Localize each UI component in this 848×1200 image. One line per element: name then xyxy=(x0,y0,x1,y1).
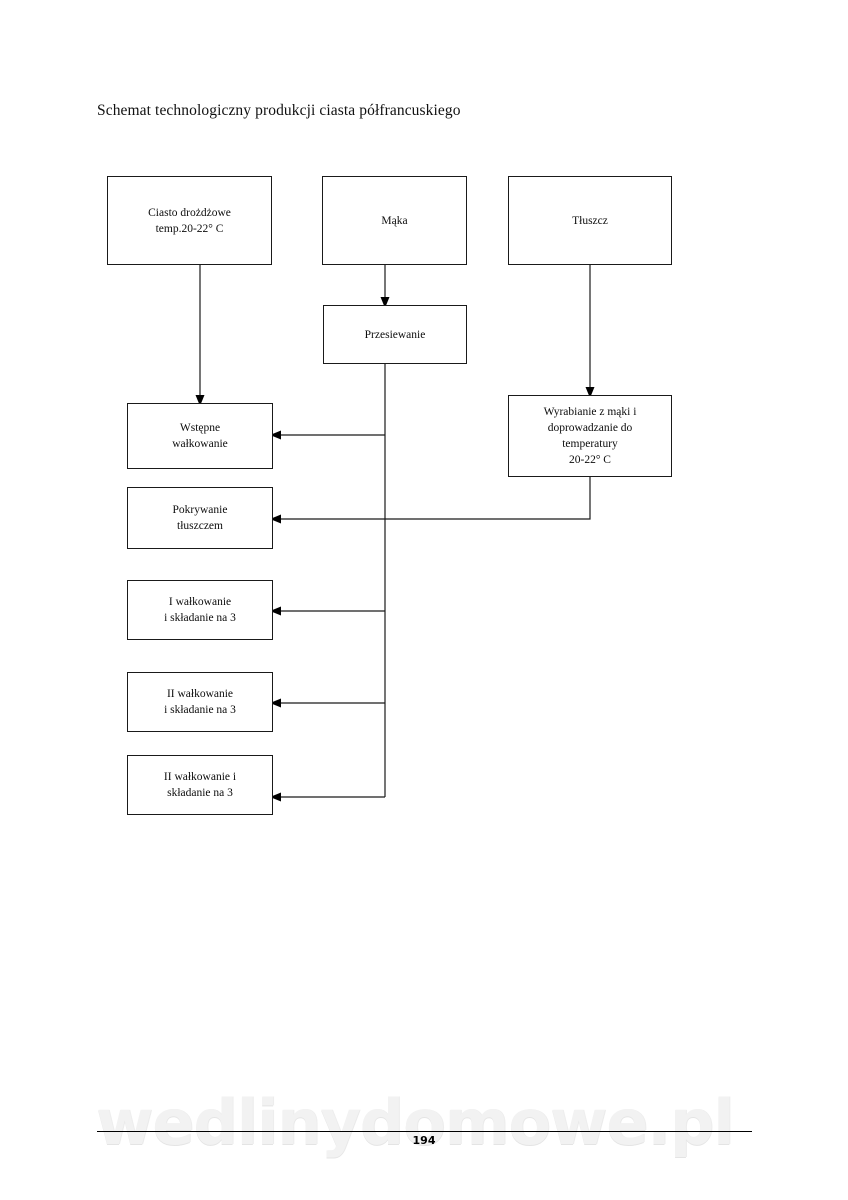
page-title: Schemat technologiczny produkcji ciasta … xyxy=(97,102,461,119)
flow-node-label: II wałkowanie i składanie na 3 xyxy=(164,688,236,716)
flow-node-label: Tłuszcz xyxy=(572,214,608,227)
flow-node-wstepne-walkowanie: Wstępne wałkowanie xyxy=(127,403,273,469)
flow-node-ciasto-drozdzowe: Ciasto drożdżowe temp.20-22° C xyxy=(107,176,272,265)
flow-node-i-walkowanie: I wałkowanie i składanie na 3 xyxy=(127,580,273,640)
flow-node-label: Wstępne wałkowanie xyxy=(172,422,228,450)
flow-node-przesiewanie: Przesiewanie xyxy=(323,305,467,364)
flow-node-ii-walkowanie: II wałkowanie i składanie na 3 xyxy=(127,672,273,732)
flow-node-label: Ciasto drożdżowe temp.20-22° C xyxy=(148,206,231,235)
flow-node-label: II wałkowanie i składanie na 3 xyxy=(163,771,237,799)
flow-node-label: Przesiewanie xyxy=(364,328,426,341)
flow-node-tluszcz: Tłuszcz xyxy=(508,176,672,265)
site-watermark: wedlinydomowe.pl xyxy=(96,1086,734,1159)
flow-node-label: I wałkowanie i składanie na 3 xyxy=(164,596,236,624)
flow-node-pokrywanie-tluszczem: Pokrywanie tłuszczem xyxy=(127,487,273,549)
flow-node-iii-walkowanie: II wałkowanie i składanie na 3 xyxy=(127,755,273,815)
flow-node-label: Wyrabianie z mąki i doprowadzanie do tem… xyxy=(543,406,637,466)
edge-kneading-to-coating xyxy=(270,477,591,524)
flow-node-label: Mąka xyxy=(381,214,408,227)
footer-divider xyxy=(97,1131,752,1132)
flow-node-maka: Mąka xyxy=(322,176,467,265)
flow-node-label: Pokrywanie tłuszczem xyxy=(172,504,228,532)
page-number: 194 xyxy=(412,1134,436,1147)
flow-node-wyrabianie: Wyrabianie z mąki i doprowadzanie do tem… xyxy=(508,395,672,477)
